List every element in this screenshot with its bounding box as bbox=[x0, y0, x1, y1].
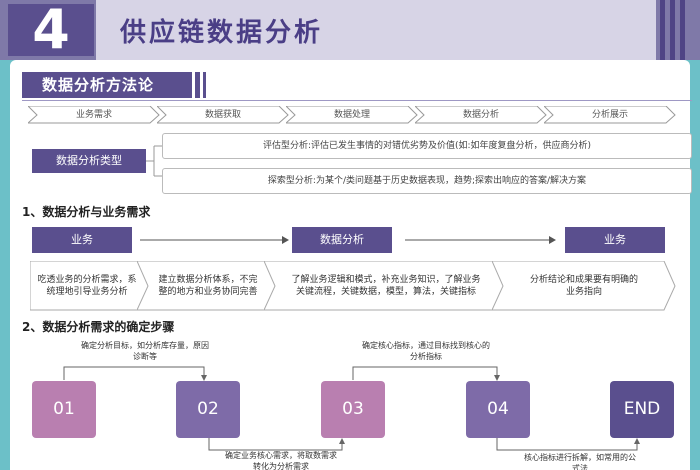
analysis-type-item: 探索型分析:为某个/类问题基于历史数据表现，趋势;探索出响应的答案/解决方案 bbox=[162, 168, 692, 194]
header-stripe bbox=[680, 0, 685, 60]
page-title: 供应链数据分析 bbox=[120, 18, 324, 48]
business-box: 业务 bbox=[32, 227, 132, 253]
divider bbox=[22, 100, 692, 101]
step-connectors bbox=[63, 366, 640, 451]
requirement-desc: 了解业务逻辑和模式，补充业务知识，了解业务关键流程，关键数据，模型，算法，关键指… bbox=[264, 261, 508, 311]
requirement-desc: 分析结论和成果要有明确的业务指向 bbox=[492, 261, 676, 311]
requirement-desc: 吃透业务的分析需求，系统理地引导业务分析 bbox=[30, 261, 154, 311]
header-title-bg bbox=[96, 0, 656, 60]
arrow-right bbox=[405, 236, 556, 244]
step-note: 确定分析目标，如分析库存量，原因诊断等 bbox=[81, 341, 209, 361]
data-analysis-box: 数据分析 bbox=[292, 227, 392, 253]
step-note: 核心指标进行拆解，如常用的公式法 bbox=[524, 453, 636, 470]
title-deco bbox=[203, 72, 206, 98]
part2-title: 2、数据分析需求的确定步骤 bbox=[22, 320, 175, 334]
analysis-type-label: 数据分析类型 bbox=[32, 149, 146, 173]
analysis-type-item: 评估型分析:评估已发生事情的对错优劣势及价值(如:如年度复盘分析，供应商分析) bbox=[162, 133, 692, 159]
arrow-right bbox=[140, 236, 289, 244]
business-box: 业务 bbox=[565, 227, 665, 253]
process-step: 数据分析 bbox=[415, 106, 547, 124]
requirement-desc: 建立数据分析体系，不完整的地方和业务协同完善 bbox=[137, 261, 279, 311]
step-01: 01 bbox=[32, 381, 96, 438]
title-deco bbox=[195, 72, 200, 98]
step-04: 04 bbox=[466, 381, 530, 438]
process-step-label: 数据分析 bbox=[462, 110, 499, 120]
step-note: 确定核心指标，通过目标找到核心的分析指标 bbox=[362, 341, 490, 361]
part1-title: 1、数据分析与业务需求 bbox=[22, 205, 151, 219]
process-step: 数据获取 bbox=[157, 106, 289, 124]
step-note: 确定业务核心需求，将取数需求转化为分析需求 bbox=[225, 451, 337, 470]
step-02: 02 bbox=[176, 381, 240, 438]
step-end: END bbox=[610, 381, 674, 438]
process-step-label: 数据获取 bbox=[204, 110, 241, 120]
step-03: 03 bbox=[321, 381, 385, 438]
bracket-connector bbox=[146, 145, 164, 177]
header-stripe bbox=[670, 0, 675, 60]
process-step: 分析展示 bbox=[544, 106, 676, 124]
header-stripe bbox=[660, 0, 665, 60]
process-step-label: 数据处理 bbox=[333, 110, 370, 120]
process-step-label: 分析展示 bbox=[591, 110, 628, 120]
process-step-label: 业务需求 bbox=[75, 110, 112, 120]
process-step: 数据处理 bbox=[286, 106, 418, 124]
process-step: 业务需求 bbox=[28, 106, 160, 124]
section-title: 数据分析方法论 bbox=[22, 72, 192, 98]
section-number: 4 bbox=[8, 3, 94, 57]
